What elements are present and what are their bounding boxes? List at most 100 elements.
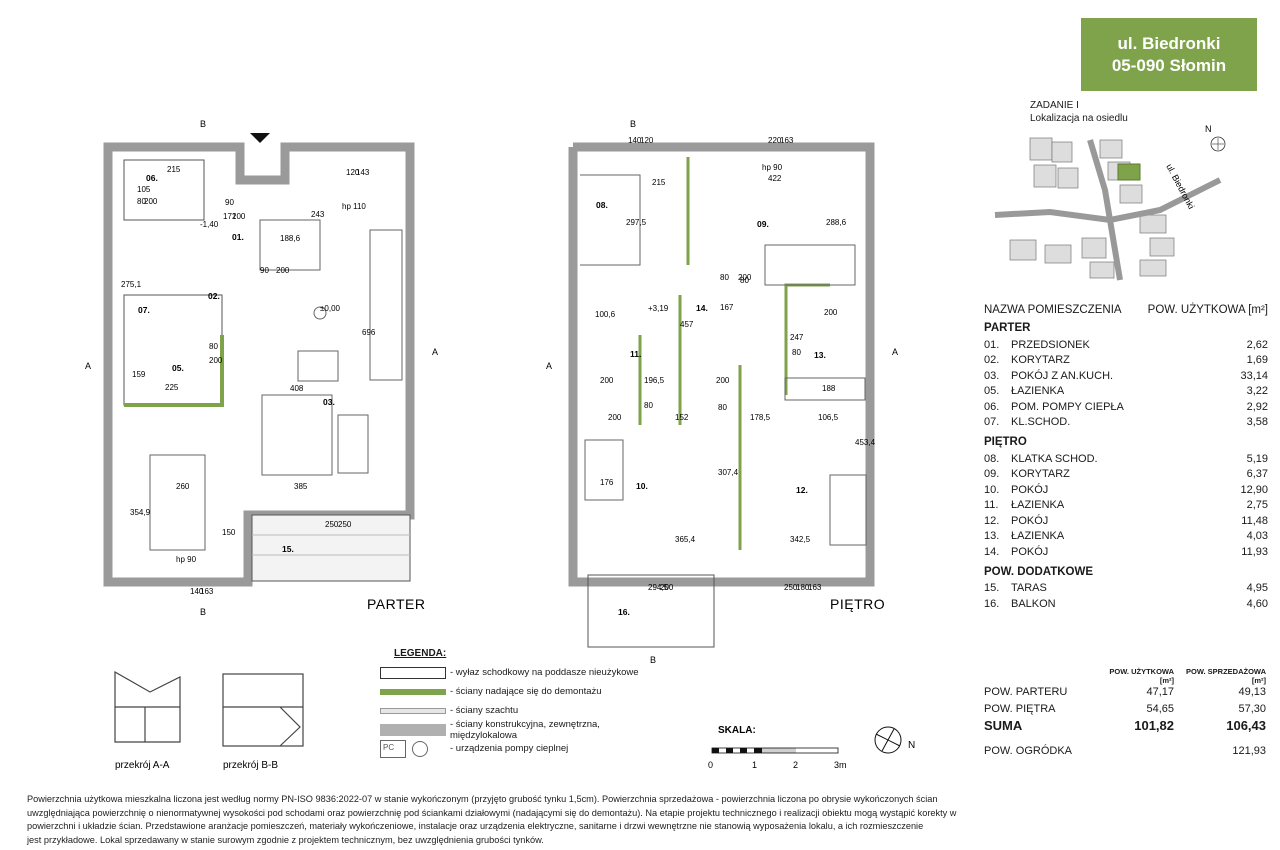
dimension-label: 250 xyxy=(784,583,798,592)
room-row: 02. KORYTARZ 1,69 xyxy=(984,353,1268,369)
room-tag: 03. xyxy=(323,397,335,407)
ground-walls xyxy=(103,142,415,587)
room-number: 02. xyxy=(984,354,1000,367)
dimension-label: 225 xyxy=(165,383,179,392)
section-a-caption: przekrój A-A xyxy=(115,760,170,771)
room-number: 16. xyxy=(984,597,1000,610)
room-name: PRZEDSIONEK xyxy=(1011,338,1090,351)
dimension-label: 159 xyxy=(132,370,146,379)
dimension-label: 200 xyxy=(608,413,622,422)
summary-row-ground: POW. PARTERU 47,17 49,13 xyxy=(984,683,1268,700)
dimension-label: 80 xyxy=(718,403,727,412)
upper-section-marks: A A B B xyxy=(546,119,898,665)
room-tag: 16. xyxy=(618,607,630,617)
compass-icon: N xyxy=(874,726,915,754)
room-tag: 07. xyxy=(138,305,150,315)
room-name: BALKON xyxy=(1011,597,1056,610)
room-area: 1,69 xyxy=(1246,354,1268,367)
scale-label: SKALA: xyxy=(718,725,756,736)
room-name: POM. POMPY CIEPŁA xyxy=(1011,400,1124,413)
room-area: 11,93 xyxy=(1241,545,1268,558)
legend-item-hatch: - wyłaz schodkowy na poddasze nieużykowe xyxy=(380,663,660,682)
dimension-label: 80 xyxy=(792,348,801,357)
dimension-label: hp 110 xyxy=(342,202,366,211)
room-tag: 12. xyxy=(796,485,808,495)
heat-pump-swatch-icon: PC xyxy=(380,739,446,759)
room-number: 03. xyxy=(984,369,1000,382)
room-number: 11. xyxy=(984,499,999,512)
dimension-label: 163 xyxy=(808,583,822,592)
room-section-title: PIĘTRO xyxy=(984,436,1027,448)
room-name: POKÓJ Z AN.KUCH. xyxy=(1011,369,1114,382)
street-name: ul. Biedronki xyxy=(1117,33,1221,53)
room-name: KL.SCHOD. xyxy=(1011,416,1071,429)
room-name: KLATKA SCHOD. xyxy=(1011,452,1098,465)
room-tag: 15. xyxy=(282,544,294,554)
room-tag: 08. xyxy=(596,200,608,210)
garden-value: 121,93 xyxy=(1232,744,1266,757)
footnote: Powierzchnia użytkowa mieszkalna liczona… xyxy=(27,793,1257,847)
dimension-label: 171 xyxy=(223,212,237,221)
map-north-label: N xyxy=(1205,124,1212,134)
legend-item-shaft: - ściany szachtu xyxy=(380,701,660,720)
room-row: 08.KLATKA SCHOD.5,19 xyxy=(984,451,1268,467)
dimension-label: 260 xyxy=(176,482,190,491)
section-mark-a-left: A xyxy=(546,361,552,371)
dimension-label: 90 xyxy=(225,198,234,207)
legend-text: - urządzenia pompy cieplnej xyxy=(450,743,569,754)
garden-label: POW. OGRÓDKA xyxy=(984,744,1073,757)
highlighted-plot xyxy=(1117,163,1141,181)
room-name: TARAS xyxy=(1011,582,1047,595)
ground-floor-label: PARTER xyxy=(367,596,426,612)
section-drawings: przekrój A-A przekrój B-B xyxy=(114,670,304,771)
legend: LEGENDA: - wyłaz schodkowy na poddasze n… xyxy=(380,648,660,758)
dimension-label: 80 xyxy=(720,273,729,282)
dimension-label: 220 xyxy=(768,136,782,145)
shaft-wall-swatch-icon xyxy=(380,707,446,714)
upper-furniture xyxy=(580,174,867,546)
dimension-label: 200 xyxy=(600,376,614,385)
dimension-label: ±0,00 xyxy=(320,304,341,313)
col-room-name: NAZWA POMIESZCZENIA xyxy=(984,304,1122,316)
room-number: 13. xyxy=(984,530,1000,543)
room-name: POKÓJ xyxy=(1011,483,1049,496)
dimension-label: 297,5 xyxy=(626,218,647,227)
dimension-label: 80 xyxy=(209,342,218,351)
dimension-label: 180 xyxy=(796,583,810,592)
dimension-label: 200 xyxy=(738,273,752,282)
dimension-label: 120 xyxy=(346,168,360,177)
room-area: 12,90 xyxy=(1240,483,1268,496)
summary-usable: 54,65 xyxy=(1146,702,1174,715)
room-number: 10. xyxy=(984,483,1000,496)
section-mark-b-top: B xyxy=(200,119,206,129)
scale-tick: 3m xyxy=(834,760,847,770)
location-map: ul. Biedronki N xyxy=(994,124,1226,281)
room-tag: 01. xyxy=(232,232,244,242)
legend-text: - ściany nadające się do demontażu xyxy=(450,686,602,697)
room-name: POKÓJ xyxy=(1011,545,1049,558)
dimension-label: 307,4 xyxy=(718,468,739,477)
dimension-label: 80 xyxy=(644,401,653,410)
dimension-label: 422 xyxy=(768,174,782,183)
room-number: 05. xyxy=(984,385,1000,398)
scale-tick: 0 xyxy=(708,760,713,770)
room-name: KORYTARZ xyxy=(1011,354,1070,367)
dimension-label: 200 xyxy=(209,356,223,365)
legend-title: LEGENDA: xyxy=(394,648,447,659)
dimension-label: 188 xyxy=(822,384,836,393)
dimension-label: 696 xyxy=(362,328,376,337)
room-number: 08. xyxy=(984,452,1000,465)
room-area: 6,37 xyxy=(1246,468,1268,481)
legend-text: - ściany szachtu xyxy=(450,705,519,716)
dimension-label: 200 xyxy=(232,212,246,221)
room-tag: 13. xyxy=(814,350,826,360)
location-caption: ZADANIE I Lokalizacja na osiedlu xyxy=(1030,99,1128,125)
col-usable-area: POW. UŻYTKOWA [m²] xyxy=(1147,304,1268,316)
summary-sale: 57,30 xyxy=(1238,702,1266,715)
dimension-label: 140 xyxy=(628,136,642,145)
ground-furniture xyxy=(149,219,403,551)
